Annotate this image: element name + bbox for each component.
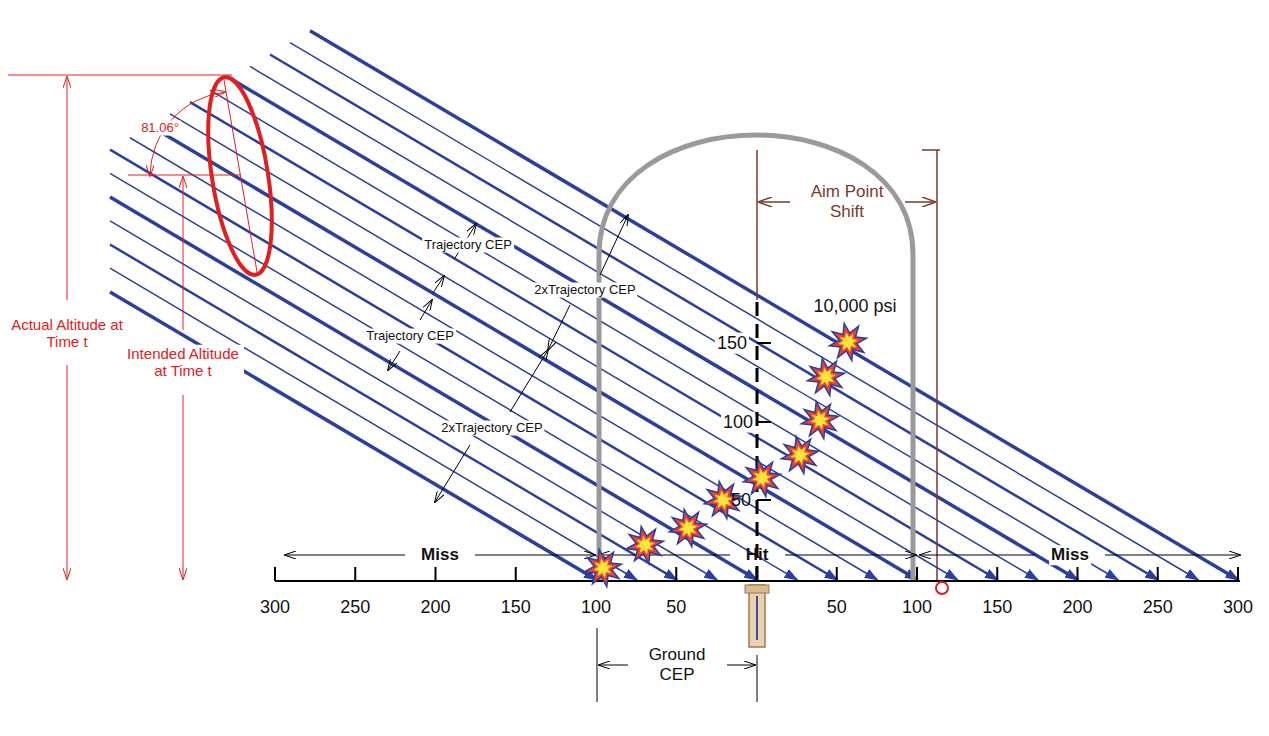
axis-tick	[996, 567, 998, 581]
trajectory-line	[110, 292, 597, 580]
burst-core	[713, 490, 733, 510]
aim-shift-bracket	[757, 150, 940, 580]
label: 200	[420, 597, 450, 618]
burst-core	[816, 367, 836, 387]
label: 50	[666, 597, 686, 618]
label: 50	[827, 597, 847, 618]
label: 150	[501, 597, 531, 618]
burst-star	[829, 323, 866, 360]
label: 2xTrajectory CEP	[532, 283, 637, 298]
label: 300	[260, 597, 290, 618]
axis-tick	[836, 567, 838, 581]
axis-tick	[515, 567, 517, 581]
trajectory-line	[110, 245, 677, 580]
label: 100	[721, 412, 755, 433]
label: 150	[982, 597, 1012, 618]
label: 100	[581, 597, 611, 618]
label: Hit	[746, 545, 769, 565]
burst-core	[810, 410, 830, 430]
label: Trajectory CEP	[422, 238, 514, 253]
label: 250	[340, 597, 370, 618]
trajectory-line	[250, 66, 1118, 580]
burst-star	[669, 509, 706, 546]
trajectory-line	[310, 31, 1239, 580]
burst-core	[678, 518, 698, 538]
burst-star	[626, 526, 663, 563]
cep-dimension-arrows	[388, 215, 628, 502]
trajectory-line	[190, 102, 998, 580]
trajectory-line	[210, 90, 1038, 580]
trajectory-line	[110, 221, 717, 580]
trajectory-line	[270, 55, 1158, 580]
label: Miss	[419, 545, 461, 565]
axis-tick	[1237, 567, 1239, 581]
label: Intended Altitude at Time t	[122, 345, 244, 380]
axis-tick	[354, 567, 356, 581]
label: Actual Altitude at Time t	[6, 316, 128, 351]
ground-cep-bracket	[597, 628, 757, 702]
axis-tick	[435, 567, 437, 581]
label: Ground CEP	[635, 645, 719, 684]
trajectory-line	[230, 78, 1078, 580]
burst-core	[752, 468, 772, 488]
silo-symbol	[745, 585, 769, 647]
label: 2xTrajectory CEP	[439, 421, 544, 436]
trajectory-lines	[110, 31, 1239, 580]
label: 10,000 psi	[813, 296, 896, 317]
label: 250	[1143, 597, 1173, 618]
burst-core	[635, 535, 655, 555]
burst-core	[593, 558, 613, 578]
label: 300	[1223, 597, 1253, 618]
label: 81.06°	[139, 121, 181, 136]
trajectory-line	[110, 268, 637, 580]
trajectory-line	[150, 126, 918, 580]
burst-core	[838, 332, 858, 352]
burst-star	[801, 401, 838, 438]
axis-tick	[675, 567, 677, 581]
label: Miss	[1049, 545, 1091, 565]
label: 50	[731, 490, 751, 511]
label: 200	[1062, 597, 1092, 618]
label: Aim Point Shift	[797, 182, 897, 221]
trajectory-line	[170, 114, 958, 580]
burst-points	[584, 323, 866, 586]
burst-core	[790, 445, 810, 465]
burst-star	[781, 436, 818, 473]
burst-star	[584, 549, 621, 586]
label: 150	[715, 333, 749, 354]
error-ellipse	[197, 73, 284, 279]
trajectory-line	[290, 43, 1199, 580]
axis-tick	[1157, 567, 1159, 581]
trajectory-line	[110, 197, 757, 580]
label: Trajectory CEP	[364, 329, 456, 344]
axis-tick	[1077, 567, 1079, 581]
aim-point-marker	[936, 582, 948, 594]
axis-tick	[916, 567, 918, 581]
pressure-contour	[599, 135, 913, 580]
burst-star	[807, 358, 844, 395]
axis-tick	[274, 567, 276, 581]
label: 100	[902, 597, 932, 618]
